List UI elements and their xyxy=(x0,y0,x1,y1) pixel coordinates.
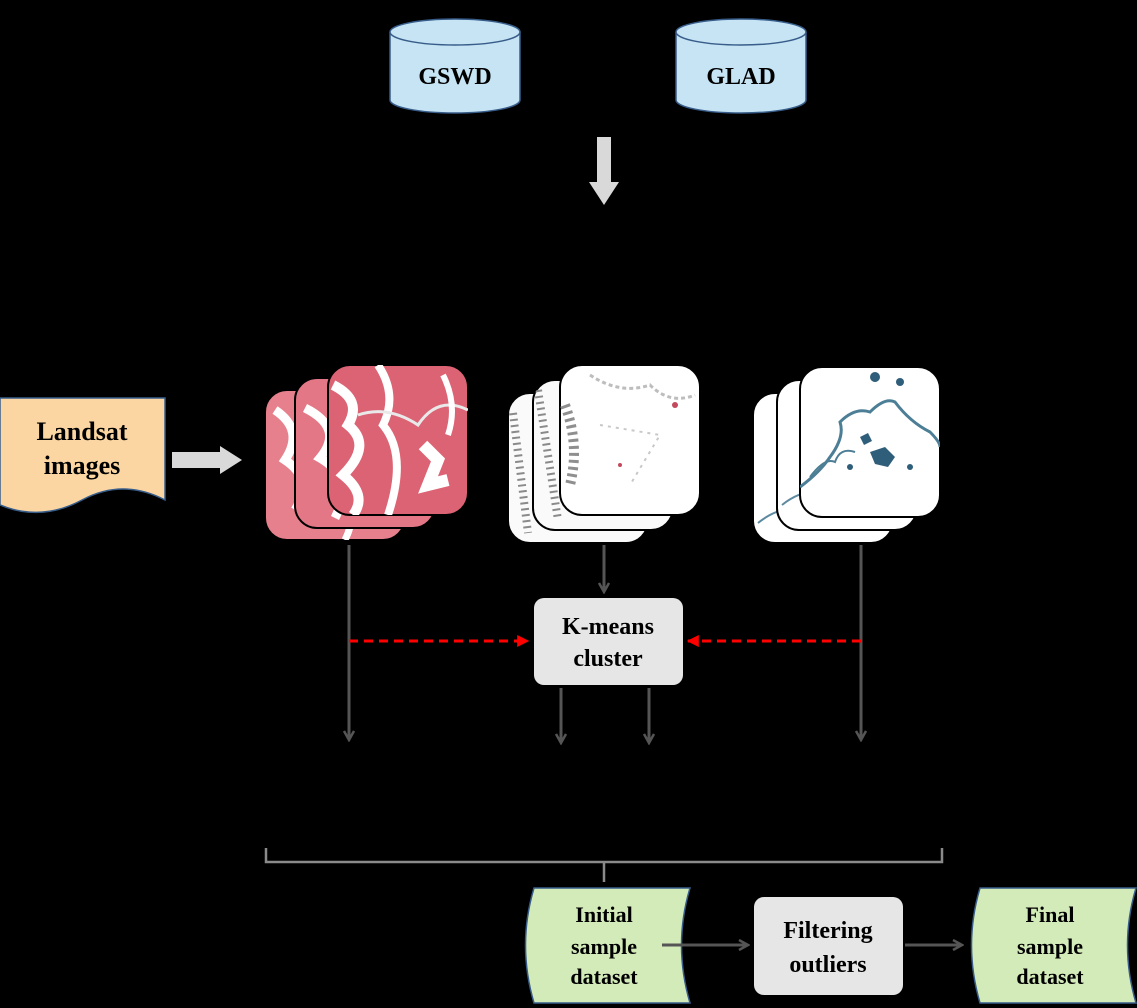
document-icon xyxy=(0,397,166,514)
initial-sample-dataset-node: Initial sample dataset xyxy=(524,887,692,1004)
kmeans-cluster-node: K-means cluster xyxy=(534,598,683,685)
database-icon xyxy=(389,18,521,114)
image-stack-icon xyxy=(327,364,469,516)
initial-label-line3: dataset xyxy=(570,964,638,989)
stored-data-icon xyxy=(524,887,692,1004)
final-label-line2: sample xyxy=(1017,934,1083,959)
database-label-gswd: GSWD xyxy=(418,64,491,90)
image-stack-index xyxy=(507,364,701,544)
final-sample-dataset-node: Final sample dataset xyxy=(970,887,1137,1004)
database-icon xyxy=(675,18,807,114)
filtering-outliers-node: Filtering outliers xyxy=(754,897,903,995)
landsat-label-line1: Landsat xyxy=(36,417,127,446)
landsat-label-line2: images xyxy=(44,451,121,480)
kmeans-label-line2: cluster xyxy=(573,646,643,672)
image-stack-icon xyxy=(559,364,701,516)
filtering-label-line1: Filtering xyxy=(783,918,872,944)
image-stack-water xyxy=(752,366,941,544)
filtering-label-line2: outliers xyxy=(789,952,866,978)
image-stack-landsat xyxy=(264,364,469,541)
image-stack-icon xyxy=(799,366,941,518)
database-gswd: GSWD xyxy=(389,18,521,114)
landsat-images-node: Landsat images xyxy=(0,397,166,514)
final-label-line3: dataset xyxy=(1016,964,1084,989)
merge-brace xyxy=(264,848,944,882)
process-box-icon xyxy=(534,598,683,685)
final-label-line1: Final xyxy=(1026,902,1075,927)
down-block-arrow xyxy=(589,137,619,205)
kmeans-label-line1: K-means xyxy=(562,614,654,640)
initial-label-line1: Initial xyxy=(575,902,632,927)
stored-data-icon xyxy=(970,887,1137,1004)
database-glad: GLAD xyxy=(675,18,807,114)
right-block-arrow xyxy=(172,446,242,474)
initial-label-line2: sample xyxy=(571,934,637,959)
process-box-icon xyxy=(754,897,903,995)
database-label-glad: GLAD xyxy=(706,64,775,90)
